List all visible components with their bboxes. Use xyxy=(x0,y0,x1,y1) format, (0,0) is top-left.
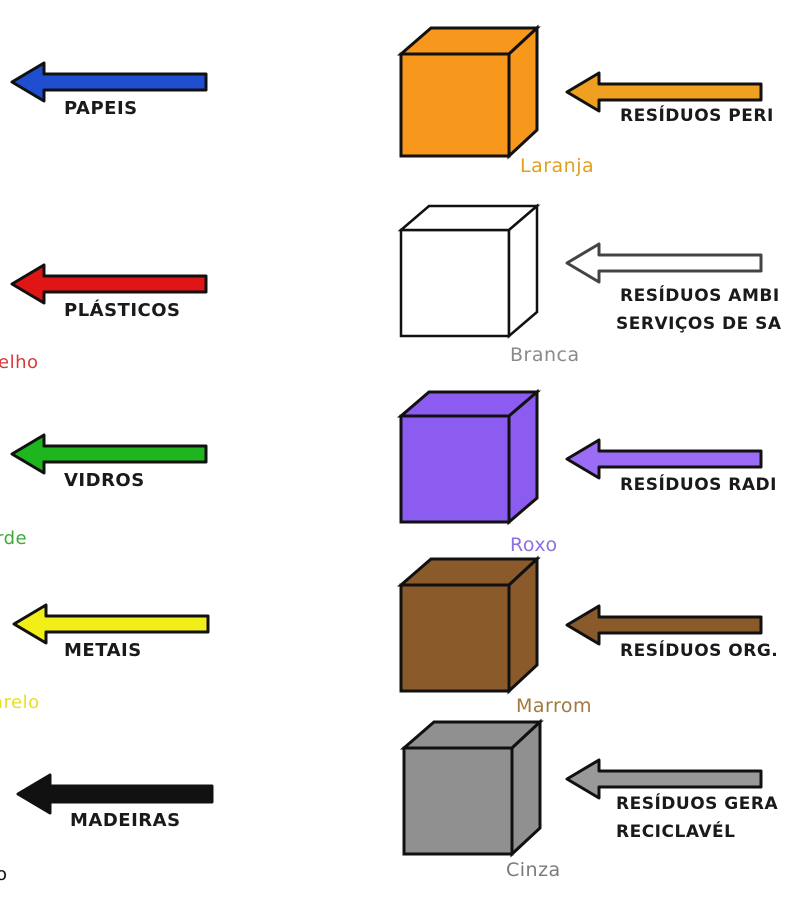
cube-icon-purple xyxy=(396,388,542,526)
arrow-icon-green xyxy=(10,433,208,475)
color-name-roxo: Roxo xyxy=(510,534,558,556)
cube-icon-brown xyxy=(396,555,541,695)
color-name-amarelo-fragment: arelo xyxy=(0,692,40,713)
label-servicos-de-saude: SERVIÇOS DE SA xyxy=(616,314,782,334)
label-papeis: PAPEIS xyxy=(64,98,138,119)
label-residuos-perigosos: RESÍDUOS PERI xyxy=(620,106,774,126)
label-vidros: VIDROS xyxy=(64,470,145,491)
label-residuos-ambulatoriais: RESÍDUOS AMBI xyxy=(620,286,780,306)
label-metais: METAIS xyxy=(64,640,142,661)
label-residuos-organicos: RESÍDUOS ORG. xyxy=(620,641,779,661)
arrow-icon-yellow xyxy=(12,603,210,645)
label-plasticos: PLÁSTICOS xyxy=(64,300,181,321)
color-name-preto-fragment: o xyxy=(0,864,8,885)
label-residuos-radioativos: RESÍDUOS RADI xyxy=(620,475,777,495)
color-name-marrom: Marrom xyxy=(516,695,593,717)
color-name-vermelho-fragment: elho xyxy=(0,352,39,373)
cube-icon-white xyxy=(397,203,541,339)
arrow-icon-brown xyxy=(565,604,763,646)
cube-icon-orange xyxy=(396,24,541,160)
arrow-icon-blue xyxy=(10,61,208,103)
color-name-branca: Branca xyxy=(510,344,580,366)
arrow-icon-orange xyxy=(565,71,763,113)
label-residuos-gerais: RESÍDUOS GERA xyxy=(616,794,779,814)
color-name-verde-fragment: rde xyxy=(0,528,28,549)
arrow-icon-purple xyxy=(565,438,763,480)
color-name-cinza: Cinza xyxy=(506,859,561,881)
cube-icon-gray xyxy=(399,718,544,858)
color-name-laranja: Laranja xyxy=(520,155,595,177)
arrow-icon-red xyxy=(10,263,208,305)
arrow-icon-gray xyxy=(565,758,763,800)
label-reciclavel: RECICLAVÉL xyxy=(616,822,736,842)
arrow-icon-black xyxy=(16,773,214,815)
arrow-icon-white xyxy=(565,242,763,284)
label-madeiras: MADEIRAS xyxy=(70,810,181,831)
